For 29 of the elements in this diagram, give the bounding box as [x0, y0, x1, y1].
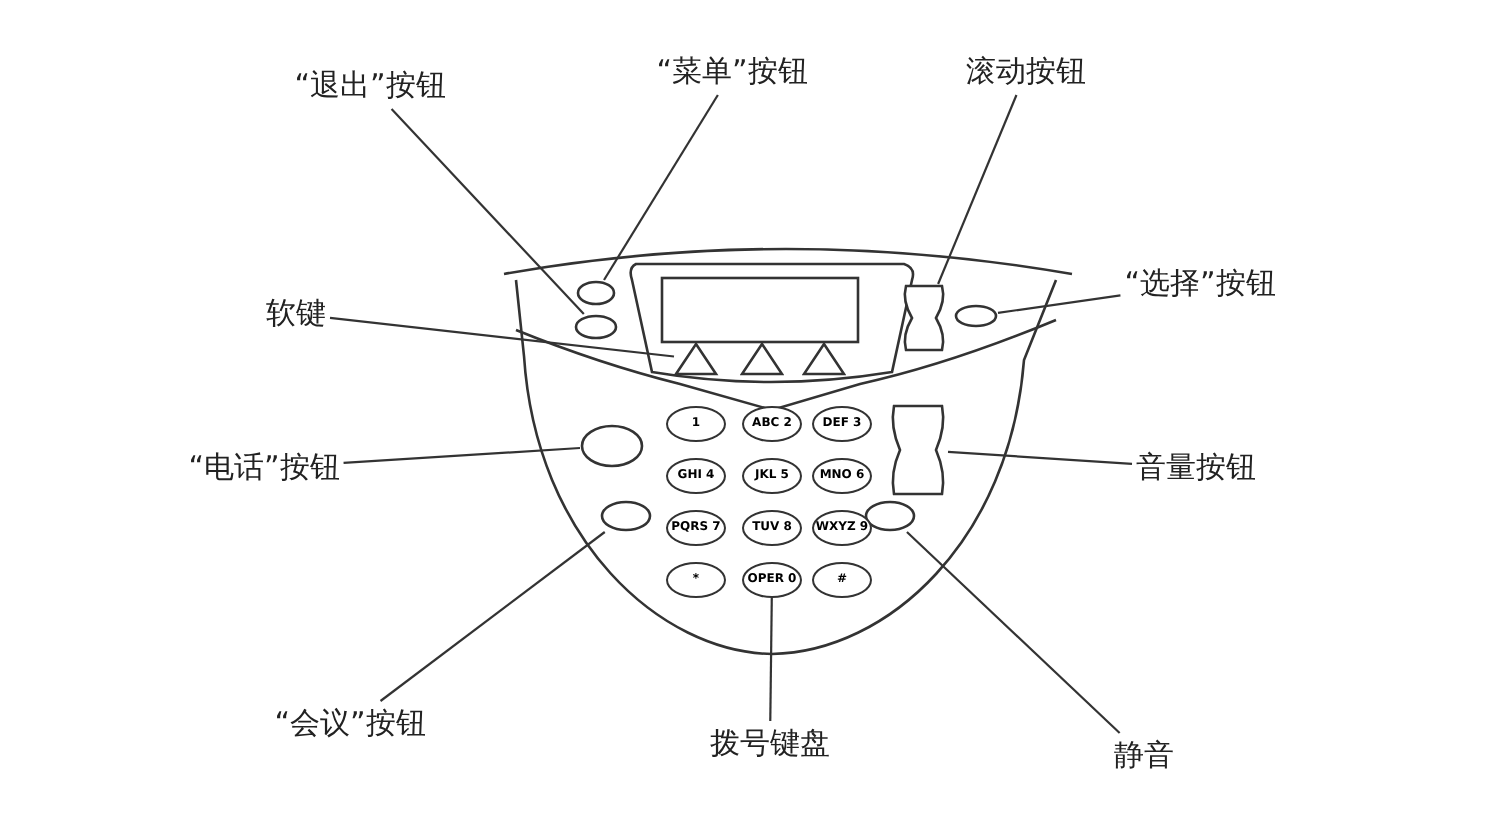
- leader-line: [603, 94, 719, 281]
- exit-button: [574, 314, 618, 340]
- callout-label: 音量按钮: [1136, 449, 1256, 487]
- mute-button: [864, 500, 916, 532]
- phone-button: [580, 424, 644, 468]
- leader-line: [329, 316, 675, 358]
- volume-button: [888, 404, 948, 496]
- menu-button: [576, 280, 616, 306]
- callout-label: 静音: [1114, 737, 1174, 775]
- conference-button: [600, 500, 652, 532]
- callout-label: “菜单”按钮: [656, 53, 808, 91]
- callout-label: “电话”按钮: [188, 449, 340, 487]
- softkey: [674, 342, 718, 376]
- leader-line: [379, 531, 606, 702]
- leader-line: [947, 450, 1133, 465]
- leader-line: [769, 598, 773, 721]
- callout-label: 软键: [266, 295, 326, 333]
- leader-line: [997, 294, 1121, 314]
- callout-label: “选择”按钮: [1124, 265, 1276, 303]
- callout-label: “退出”按钮: [294, 67, 446, 105]
- leader-line: [937, 94, 1018, 285]
- callout-label: “会议”按钮: [274, 705, 426, 743]
- callout-label: 拨号键盘: [710, 725, 830, 763]
- leader-line: [906, 531, 1121, 734]
- scroll-button: [900, 284, 948, 352]
- select-button: [954, 304, 998, 328]
- leader-line: [390, 108, 585, 315]
- leader-line: [343, 446, 581, 465]
- callout-label: 滚动按钮: [966, 53, 1086, 91]
